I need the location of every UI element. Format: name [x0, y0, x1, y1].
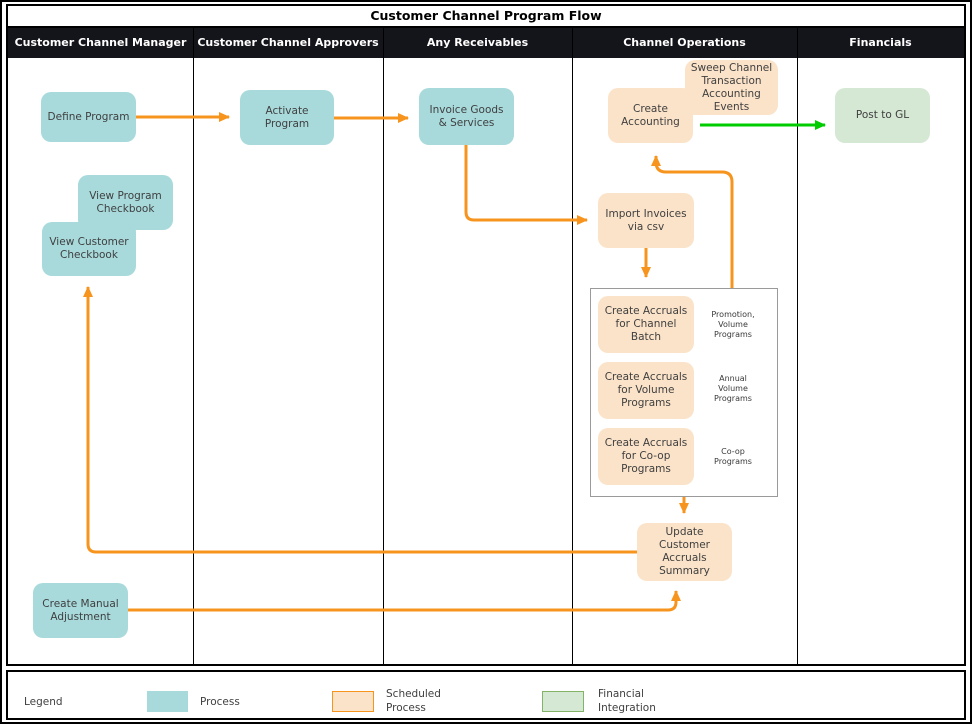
lane-divider — [383, 26, 384, 664]
lane-header-bar — [8, 28, 964, 58]
lane-header-customer-channel-manager: Customer Channel Manager — [14, 36, 187, 49]
node-import-invoices-via-csv: Import Invoices via csv — [598, 193, 694, 248]
node-create-accruals-channel-batch: Create Accruals for Channel Batch — [598, 296, 694, 353]
node-view-program-checkbook: View Program Checkbook — [78, 175, 173, 230]
node-create-accruals-volume-programs: Create Accruals for Volume Programs — [598, 362, 694, 419]
lane-header-customer-channel-approvers: Customer Channel Approvers — [197, 36, 379, 49]
legend-title: Legend — [24, 696, 63, 708]
lane-header-any-receivables: Any Receivables — [426, 36, 529, 49]
legend-financial-swatch — [542, 691, 584, 712]
diagram-title: Customer Channel Program Flow — [8, 6, 964, 28]
lane-header-channel-operations: Channel Operations — [623, 36, 746, 49]
node-create-accounting: Create Accounting — [608, 88, 693, 143]
annotation-annual-volume-programs: Annual Volume Programs — [714, 374, 752, 403]
legend-scheduled-swatch — [332, 691, 374, 712]
node-define-program: Define Program — [41, 92, 136, 142]
legend-scheduled-label: Scheduled Process — [386, 688, 441, 714]
annotation-coop-programs: Co-op Programs — [714, 447, 752, 466]
lane-header-financials: Financials — [849, 36, 912, 49]
lane-divider — [193, 26, 194, 664]
annotation-promotion-volume-programs: Promotion, Volume Programs — [711, 310, 755, 339]
flowchart-frame — [6, 4, 966, 666]
node-create-accruals-coop-programs: Create Accruals for Co-op Programs — [598, 428, 694, 485]
legend-process-label: Process — [200, 696, 240, 708]
node-update-customer-accruals-summary: Update Customer Accruals Summary — [637, 523, 732, 581]
node-view-customer-checkbook: View Customer Checkbook — [42, 222, 136, 276]
lane-divider — [797, 26, 798, 664]
node-create-manual-adjustment: Create Manual Adjustment — [33, 583, 128, 638]
legend-financial-label: Financial Integration — [598, 688, 656, 714]
node-post-to-gl: Post to GL — [835, 88, 930, 143]
node-activate-program: Activate Program — [240, 90, 334, 145]
legend-process-swatch — [147, 691, 188, 712]
node-invoice-goods-services: Invoice Goods & Services — [419, 88, 514, 145]
node-sweep-channel-transaction-accounting-events: Sweep Channel Transaction Accounting Eve… — [685, 60, 778, 115]
lane-divider — [572, 26, 573, 664]
